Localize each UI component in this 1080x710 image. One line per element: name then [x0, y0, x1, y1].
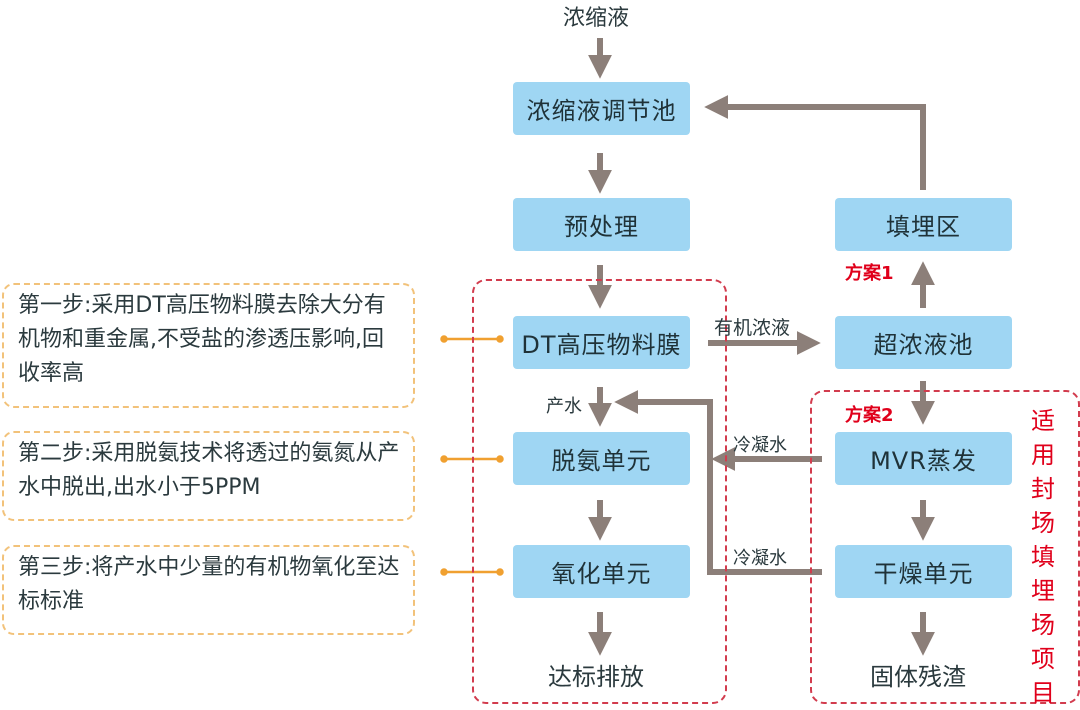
label-organic-concentrate: 有机浓液 — [714, 317, 791, 339]
step-note-2: 第二步:采用脱氨技术将透过的氨氮从产水中脱出,出水小于5PPM — [2, 431, 415, 521]
output-solid-residue: 固体残渣 — [870, 663, 966, 691]
label-condensate-1: 冷凝水 — [733, 435, 787, 456]
node-drying-unit[interactable]: 干燥单元 — [835, 545, 1012, 598]
node-deamination-unit[interactable]: 脱氨单元 — [513, 432, 690, 485]
arrow-drying-condensate — [614, 390, 822, 575]
node-super-concentrate-pool[interactable]: 超浓液池 — [835, 316, 1012, 369]
label-plan1: 方案1 — [845, 263, 894, 284]
node-dt-membrane[interactable]: DT高压物料膜 — [513, 316, 690, 369]
label-plan2-note: 适用封场填埋场项目 — [1031, 407, 1055, 707]
node-regulating-pool[interactable]: 浓缩液调节池 — [513, 82, 690, 135]
label-condensate-2: 冷凝水 — [733, 548, 787, 569]
node-mvr-evaporation[interactable]: MVR蒸发 — [835, 432, 1012, 485]
label-product-water: 产水 — [546, 396, 582, 417]
node-pretreatment[interactable]: 预处理 — [513, 198, 690, 251]
dt-process-group — [472, 279, 727, 704]
node-landfill-area[interactable]: 填埋区 — [835, 198, 1012, 251]
output-discharge: 达标排放 — [548, 663, 644, 691]
label-plan2: 方案2 — [845, 405, 894, 426]
step-note-3: 第三步:将产水中少量的有机物氧化至达标标准 — [2, 545, 415, 635]
arrow-landfill-to-pool — [704, 95, 926, 190]
input-concentrate: 浓缩液 — [563, 6, 630, 31]
step-note-1: 第一步:采用DT高压物料膜去除大分有机物和重金属,不受盐的渗透压影响,回收率高 — [2, 283, 415, 408]
plan2-group — [810, 390, 1080, 704]
node-oxidation-unit[interactable]: 氧化单元 — [513, 545, 690, 598]
